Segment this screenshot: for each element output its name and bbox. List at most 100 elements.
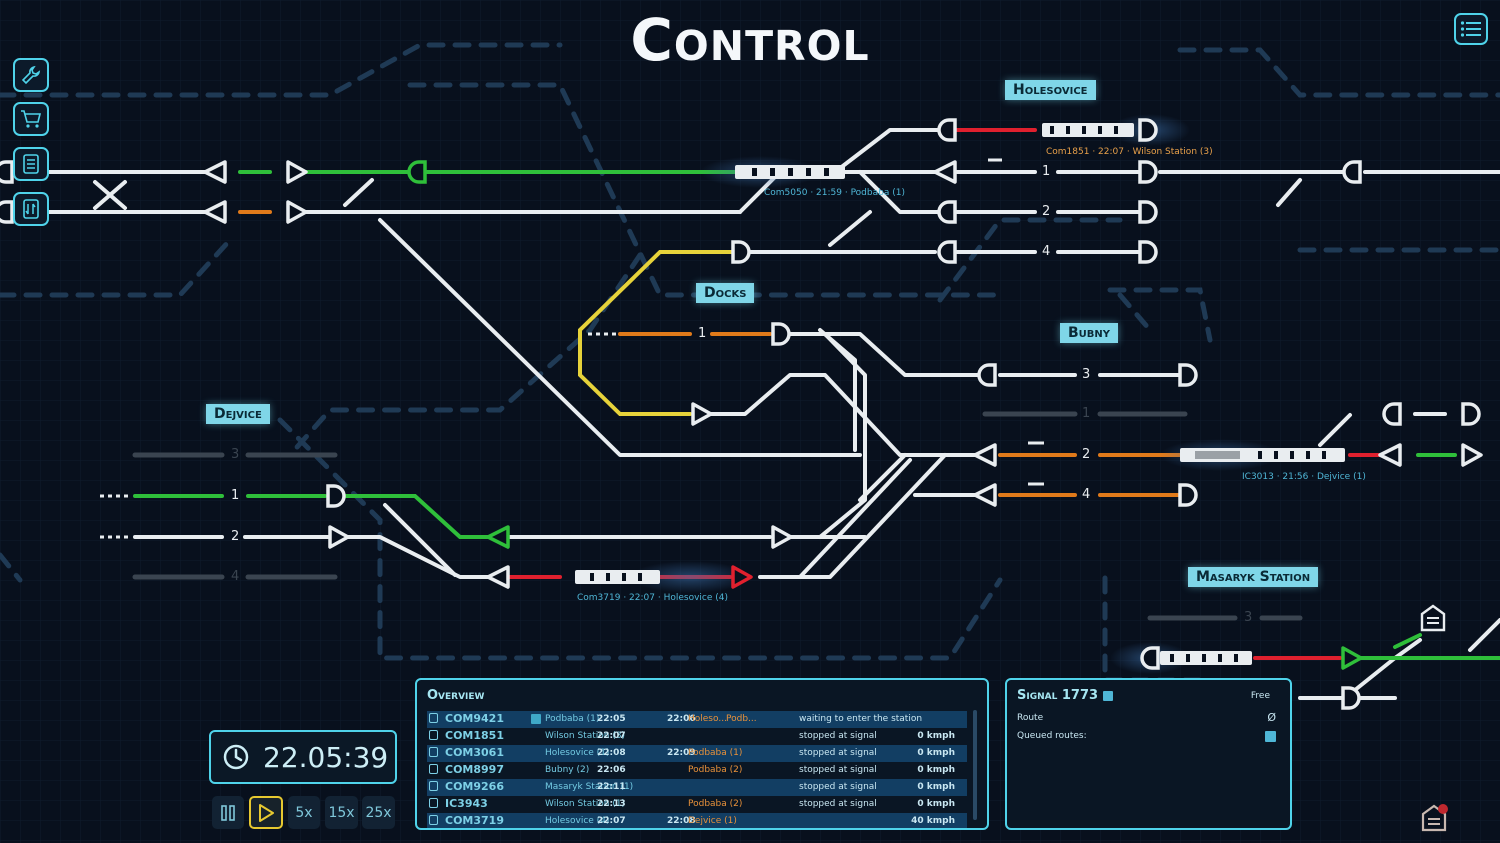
signal-red[interactable]	[731, 565, 753, 589]
routes-button[interactable]	[13, 192, 49, 226]
train-next-station: Dejvice (1)	[688, 816, 737, 826]
cart-icon	[21, 110, 42, 128]
pause-button[interactable]	[212, 796, 244, 829]
train-id: COM9266	[445, 780, 504, 793]
queue-route-icon[interactable]	[1265, 731, 1276, 742]
train-next-time: 22:09	[667, 748, 696, 758]
train-icon	[429, 713, 438, 723]
signal-status: Free	[1250, 691, 1270, 701]
track-number: 3	[1244, 610, 1253, 625]
wrench-button[interactable]	[13, 58, 49, 92]
menu-button[interactable]	[1454, 13, 1488, 45]
overview-title: Overview	[427, 688, 485, 703]
train-id: COM3719	[445, 814, 504, 827]
tracks	[0, 128, 1500, 700]
train-id: COM1851	[445, 729, 504, 742]
train-route: Podbaba (1)	[545, 714, 600, 724]
train-speed: 0 kmph	[917, 782, 955, 792]
speed-5x-button[interactable]: 5x	[288, 796, 320, 829]
reserved-route	[578, 250, 737, 416]
train-route: Holesovice (4)	[545, 816, 610, 826]
notification-button[interactable]	[1420, 803, 1450, 833]
track-number: 3	[231, 447, 240, 462]
timetable-button[interactable]	[13, 147, 49, 181]
play-button[interactable]	[249, 796, 283, 829]
track-number: 2	[1082, 447, 1091, 462]
train-label-com3719: Com3719 · 22:07 · Holesovice (4)	[577, 593, 728, 603]
train-status: waiting to enter the station	[799, 714, 923, 724]
depot-icon	[1420, 604, 1446, 632]
signal-green-right[interactable]	[1341, 646, 1363, 670]
station-holesovice[interactable]: Holesovice	[1005, 80, 1096, 100]
timetable-icon	[23, 154, 39, 174]
train-status: stopped at signal	[799, 765, 877, 775]
train-masaryk[interactable]	[1160, 651, 1252, 665]
train-next-station: Podbaba (2)	[688, 765, 743, 775]
train-route: Masaryk Station (1)	[545, 782, 634, 792]
train-label-com1851: Com1851 · 22:07 · Wilson Station (3)	[1046, 147, 1213, 157]
station-bubny[interactable]: Bubny	[1060, 323, 1119, 343]
game-clock: 22.05:39	[209, 730, 397, 784]
cleared-routes	[133, 170, 1500, 660]
train-next-station: Podbaba (2)	[688, 799, 743, 809]
track-number: 1	[1082, 406, 1091, 421]
page-title: Control	[630, 6, 870, 74]
train-id: COM3061	[445, 746, 504, 759]
station-masaryk[interactable]: Masaryk Station	[1188, 567, 1319, 587]
speed-25x-button[interactable]: 25x	[362, 796, 395, 829]
clock-icon	[223, 744, 249, 770]
train-id: IC3943	[445, 797, 488, 810]
station-docks[interactable]: Docks	[696, 283, 755, 303]
list-icon	[1460, 21, 1481, 37]
train-time: 22:06	[597, 765, 626, 775]
signal-panel: Signal 1773 Free Route Ø Queued routes:	[1005, 678, 1292, 830]
track-number: 1	[698, 326, 707, 341]
speed-15x-button[interactable]: 15x	[325, 796, 358, 829]
train-status: stopped at signal	[799, 731, 877, 741]
train-route: Wilson Station (3)	[545, 731, 626, 741]
train-label-ic3013: IC3013 · 21:56 · Dejvice (1)	[1242, 472, 1366, 482]
train-status: stopped at signal	[799, 782, 877, 792]
signal-title: Signal 1773	[1017, 688, 1099, 703]
play-icon	[259, 803, 274, 822]
depot-button[interactable]	[1419, 603, 1447, 633]
train-ic3013[interactable]	[1180, 448, 1345, 462]
occupied-routes	[238, 210, 1182, 497]
station-dejvice[interactable]: Dejvice	[206, 404, 270, 424]
wrench-icon	[21, 65, 41, 85]
train-status: stopped at signal	[799, 799, 877, 809]
train-route: Holesovice (1)	[545, 748, 610, 758]
track-stub-ends	[100, 332, 618, 539]
train-com5050[interactable]	[735, 165, 845, 179]
edit-icon[interactable]	[1103, 690, 1114, 701]
track-number: 4	[1042, 244, 1051, 259]
buffer-stops[interactable]	[0, 118, 1481, 710]
shop-button[interactable]	[13, 102, 49, 136]
clock-time: 22.05:39	[263, 740, 389, 774]
track-number: 3	[1082, 367, 1091, 382]
inactive-tracks	[132, 411, 1303, 621]
route-markers	[988, 158, 1044, 486]
train-next-station: Holeso...	[688, 714, 727, 724]
train-icon	[429, 764, 438, 774]
overview-scrollbar[interactable]	[973, 710, 977, 820]
buffer-stop-green[interactable]	[407, 160, 427, 184]
train-id: COM8997	[445, 763, 504, 776]
train-com1851[interactable]	[1042, 123, 1134, 137]
train-com3719[interactable]	[575, 570, 660, 584]
track-number: 2	[231, 529, 240, 544]
train-speed: 0 kmph	[917, 731, 955, 741]
signal-green[interactable]	[486, 525, 510, 549]
track-number: 1	[231, 488, 240, 503]
route-value[interactable]: Ø	[1267, 711, 1276, 724]
signals[interactable]	[203, 160, 1483, 589]
